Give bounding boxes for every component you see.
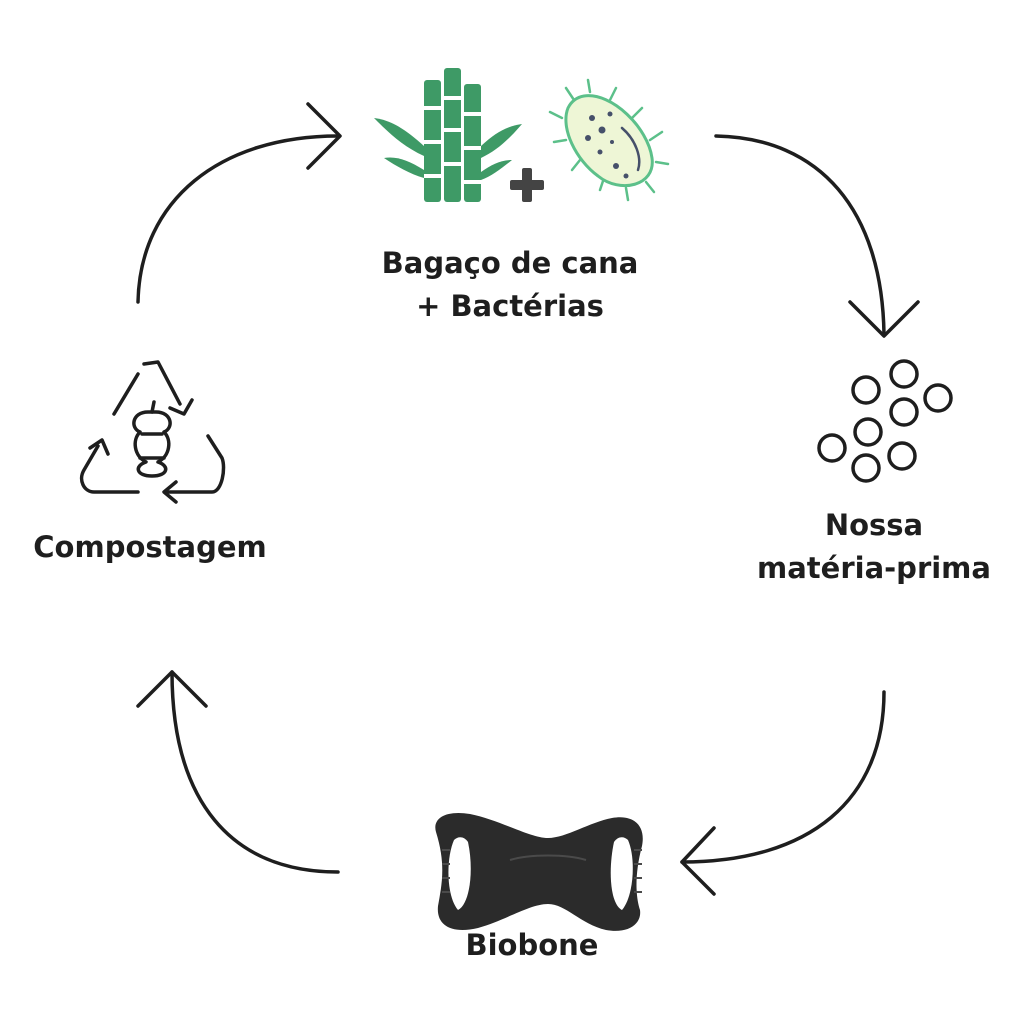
cycle-arrow-top-right <box>714 134 920 338</box>
compost-label-line1: Compostagem <box>33 530 267 564</box>
feedstock-label: Bagaço de cana + Bactérias <box>340 242 680 328</box>
compost-label: Compostagem <box>0 526 300 569</box>
raw-material-label-line2: matéria-prima <box>757 551 991 585</box>
raw-material-label: Nossa matéria-prima <box>724 504 1024 590</box>
biobone-toy-icon <box>435 812 643 931</box>
feedstock-label-line1: Bagaço de cana <box>381 246 639 280</box>
raw-material-label-line1: Nossa <box>824 508 924 542</box>
cycle-arrow-bottom-right <box>680 690 886 896</box>
feedstock-label-line2: + Bactérias <box>416 289 604 323</box>
sugarcane-icon <box>374 68 522 202</box>
product-label: Biobone <box>412 924 652 967</box>
granules-icon <box>817 359 953 483</box>
recycle-apple-core-icon <box>79 360 226 504</box>
product-label-line1: Biobone <box>465 928 599 962</box>
bacterium-icon <box>548 78 670 202</box>
cycle-arrow-bottom-left <box>136 670 340 874</box>
cycle-arrow-top-left <box>136 102 342 304</box>
plus-icon <box>510 168 544 202</box>
